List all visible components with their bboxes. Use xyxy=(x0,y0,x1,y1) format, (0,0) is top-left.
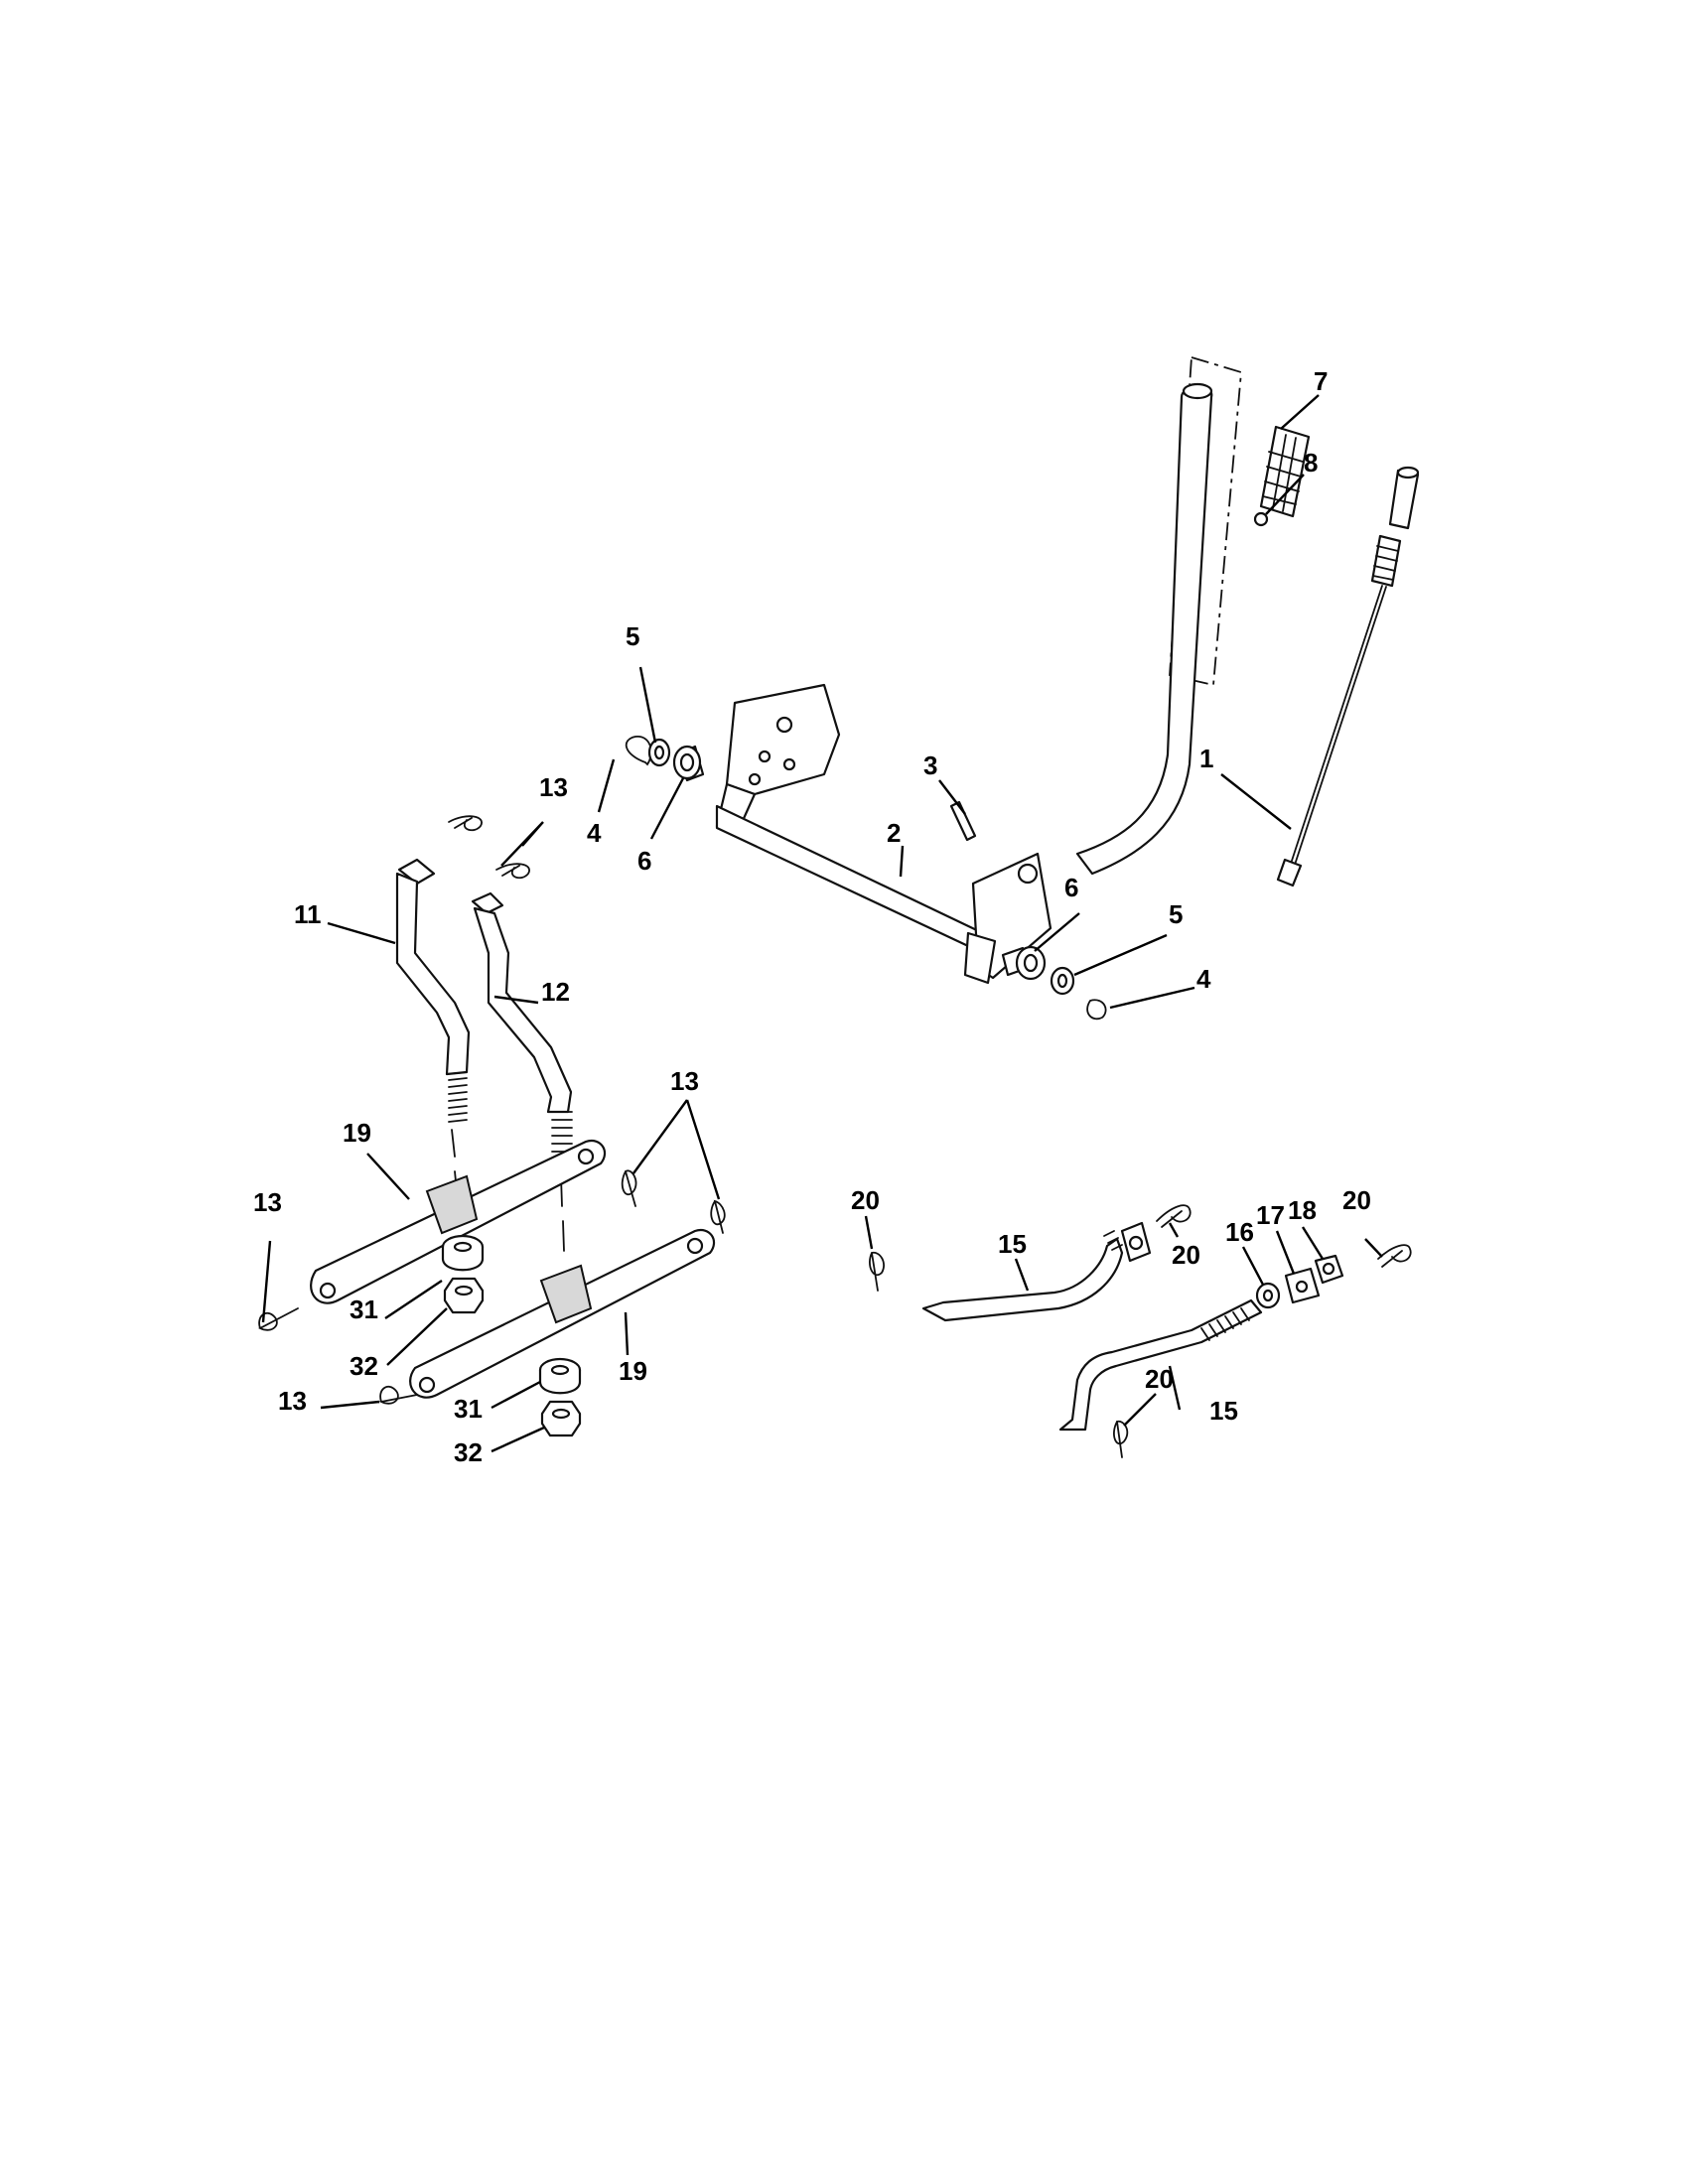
hairpin-clip-20-left xyxy=(869,1251,885,1292)
lift-shaft xyxy=(715,804,1052,985)
left-bushing xyxy=(672,745,705,782)
hairpin-clip-20-top xyxy=(1156,1204,1192,1228)
callout-15-upper: 15 xyxy=(998,1229,1027,1259)
callout-13-top: 13 xyxy=(539,772,568,802)
callout-13-bottom: 13 xyxy=(278,1386,307,1416)
callout-3: 3 xyxy=(923,751,937,780)
adjustment-rod-lower xyxy=(1058,1298,1263,1432)
callout-19-lower: 19 xyxy=(619,1356,647,1386)
callout-15-lower: 15 xyxy=(1209,1396,1238,1426)
callout-1: 1 xyxy=(1199,744,1213,773)
adjust-washer xyxy=(1255,1282,1281,1309)
adjust-block xyxy=(1284,1267,1321,1304)
nut-upper xyxy=(443,1277,485,1314)
right-bushing xyxy=(1001,945,1047,981)
callout-32-upper: 32 xyxy=(350,1351,378,1381)
callout-5-left: 5 xyxy=(626,621,639,651)
hairpin-clip-bottom xyxy=(378,1385,418,1405)
callout-6-right: 6 xyxy=(1064,873,1078,902)
hairpin-clip-top-a xyxy=(448,815,483,832)
callout-12: 12 xyxy=(541,977,570,1007)
callout-4-left: 4 xyxy=(587,818,602,848)
hairpin-clip-20-bottom xyxy=(1113,1420,1129,1458)
callout-8: 8 xyxy=(1304,448,1318,478)
callout-4-right: 4 xyxy=(1196,964,1211,994)
right-retainer-clip xyxy=(1086,999,1107,1021)
callout-5-right: 5 xyxy=(1169,899,1183,929)
callout-31-lower: 31 xyxy=(454,1394,483,1424)
adjust-nut xyxy=(1314,1254,1344,1285)
lift-cable xyxy=(1276,466,1420,887)
callouts: 7 8 1 2 3 5 4 6 6 5 4 13 11 12 13 19 13 … xyxy=(253,366,1371,1467)
left-retainer-clip xyxy=(625,736,652,766)
lift-arm-lower xyxy=(409,1228,716,1399)
adjustment-rod-upper xyxy=(921,1221,1152,1322)
mounting-bracket xyxy=(715,683,841,836)
hairpin-clip-20-right xyxy=(1377,1244,1412,1268)
hairpin-clip-top-b xyxy=(495,863,530,880)
hairpin-clip-right-b xyxy=(710,1199,726,1234)
callout-13-right: 13 xyxy=(670,1066,699,1096)
callout-20-left: 20 xyxy=(851,1185,880,1215)
spacer-upper xyxy=(441,1234,485,1272)
roll-pin xyxy=(949,800,977,842)
hairpin-clip-right-a xyxy=(621,1169,637,1207)
lift-link-right xyxy=(471,891,573,1252)
callout-32-lower: 32 xyxy=(454,1437,483,1467)
callout-20-bottom: 20 xyxy=(1145,1364,1174,1394)
callout-11: 11 xyxy=(294,899,322,929)
callout-20-right: 20 xyxy=(1342,1185,1371,1215)
callout-20-top: 20 xyxy=(1172,1240,1200,1270)
nut-lower xyxy=(540,1400,582,1437)
lift-link-left xyxy=(395,858,471,1192)
callout-31-upper: 31 xyxy=(350,1295,378,1324)
callout-6-left: 6 xyxy=(637,846,651,876)
handle-grip xyxy=(1253,425,1311,527)
callout-2: 2 xyxy=(887,818,901,848)
callout-18: 18 xyxy=(1288,1195,1317,1225)
callout-19-upper: 19 xyxy=(343,1118,371,1148)
callout-13-left: 13 xyxy=(253,1187,282,1217)
hairpin-clip-left xyxy=(258,1307,299,1331)
callout-16: 16 xyxy=(1225,1217,1254,1247)
left-washer xyxy=(647,738,671,767)
right-washer xyxy=(1050,966,1075,996)
spacer-lower xyxy=(538,1357,582,1395)
lift-arm-upper xyxy=(310,1139,607,1304)
callout-7: 7 xyxy=(1314,366,1328,396)
leader-lines xyxy=(261,394,1383,1453)
lift-handle xyxy=(1075,382,1213,876)
callout-17: 17 xyxy=(1256,1200,1285,1230)
